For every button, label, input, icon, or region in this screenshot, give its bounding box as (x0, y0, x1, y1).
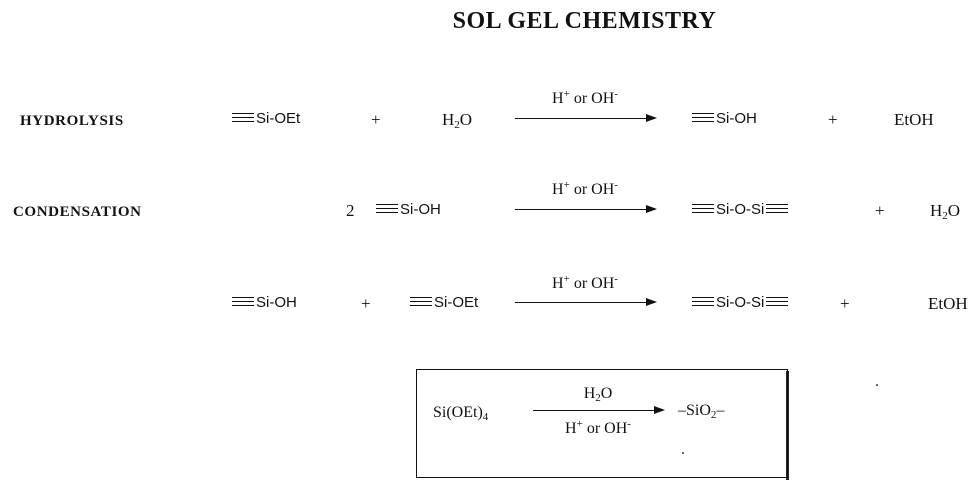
condensation-plus: + (875, 201, 885, 220)
scan-speck (876, 384, 878, 386)
hydrolysis-product-2: EtOH (894, 110, 934, 129)
hydrolysis-label: HYDROLYSIS (20, 113, 124, 129)
condensation-coefficient: 2 (346, 201, 355, 220)
triple-bond-icon (376, 203, 398, 213)
condensation-catalyst: H+ or OH- (552, 179, 618, 199)
reaction-arrow-icon (515, 296, 657, 308)
overall-arrow: H2O H+ or OH- (533, 385, 665, 455)
overall-product: –SiO2– (678, 402, 725, 421)
triple-bond-icon (232, 296, 254, 306)
condensation2-reactant-2: Si-OEt (410, 294, 478, 311)
condensation2-plus-2: + (840, 294, 850, 313)
condensation2-product-2: EtOH (928, 294, 968, 313)
condensation2-reactant-1: Si-OH (232, 294, 297, 311)
reaction-arrow-icon (515, 112, 657, 124)
hydrolysis-product-1: Si-OH (692, 110, 757, 127)
scan-speck (682, 452, 684, 454)
overall-reactant: Si(OEt)4 (433, 404, 489, 423)
hydrolysis-arrow: H+ or OH- (515, 88, 657, 130)
hydrolysis-plus-1: + (371, 110, 381, 129)
hydrolysis-water: H2O (442, 110, 473, 131)
hydrolysis-reactant-1: Si-OEt (232, 110, 300, 127)
triple-bond-icon (766, 203, 789, 213)
overall-reaction-box (416, 369, 788, 478)
triple-bond-icon (766, 296, 789, 306)
condensation2-arrow: H+ or OH- (515, 273, 657, 315)
condensation-water: H2O (930, 201, 961, 222)
reaction-arrow-icon (515, 203, 657, 215)
condensation-reactant-1: Si-OH (376, 201, 441, 218)
condensation2-product-1: Si-O-Si (692, 294, 789, 311)
condensation-arrow: H+ or OH- (515, 179, 657, 221)
condensation-product-1: Si-O-Si (692, 201, 789, 218)
overall-catalyst: H+ or OH- (565, 418, 631, 438)
condensation2-catalyst: H+ or OH- (552, 273, 618, 293)
triple-bond-icon (692, 112, 714, 122)
triple-bond-icon (692, 296, 714, 306)
reaction-arrow-icon (533, 404, 665, 416)
triple-bond-icon (692, 203, 714, 213)
triple-bond-icon (232, 112, 254, 122)
triple-bond-icon (410, 296, 432, 306)
condensation-label: CONDENSATION (13, 204, 142, 220)
page-title: SOL GEL CHEMISTRY (452, 8, 717, 34)
hydrolysis-plus-2: + (828, 110, 838, 129)
condensation2-plus-1: + (361, 294, 371, 313)
overall-reagent: H2O (583, 385, 613, 404)
hydrolysis-catalyst: H+ or OH- (552, 88, 618, 108)
